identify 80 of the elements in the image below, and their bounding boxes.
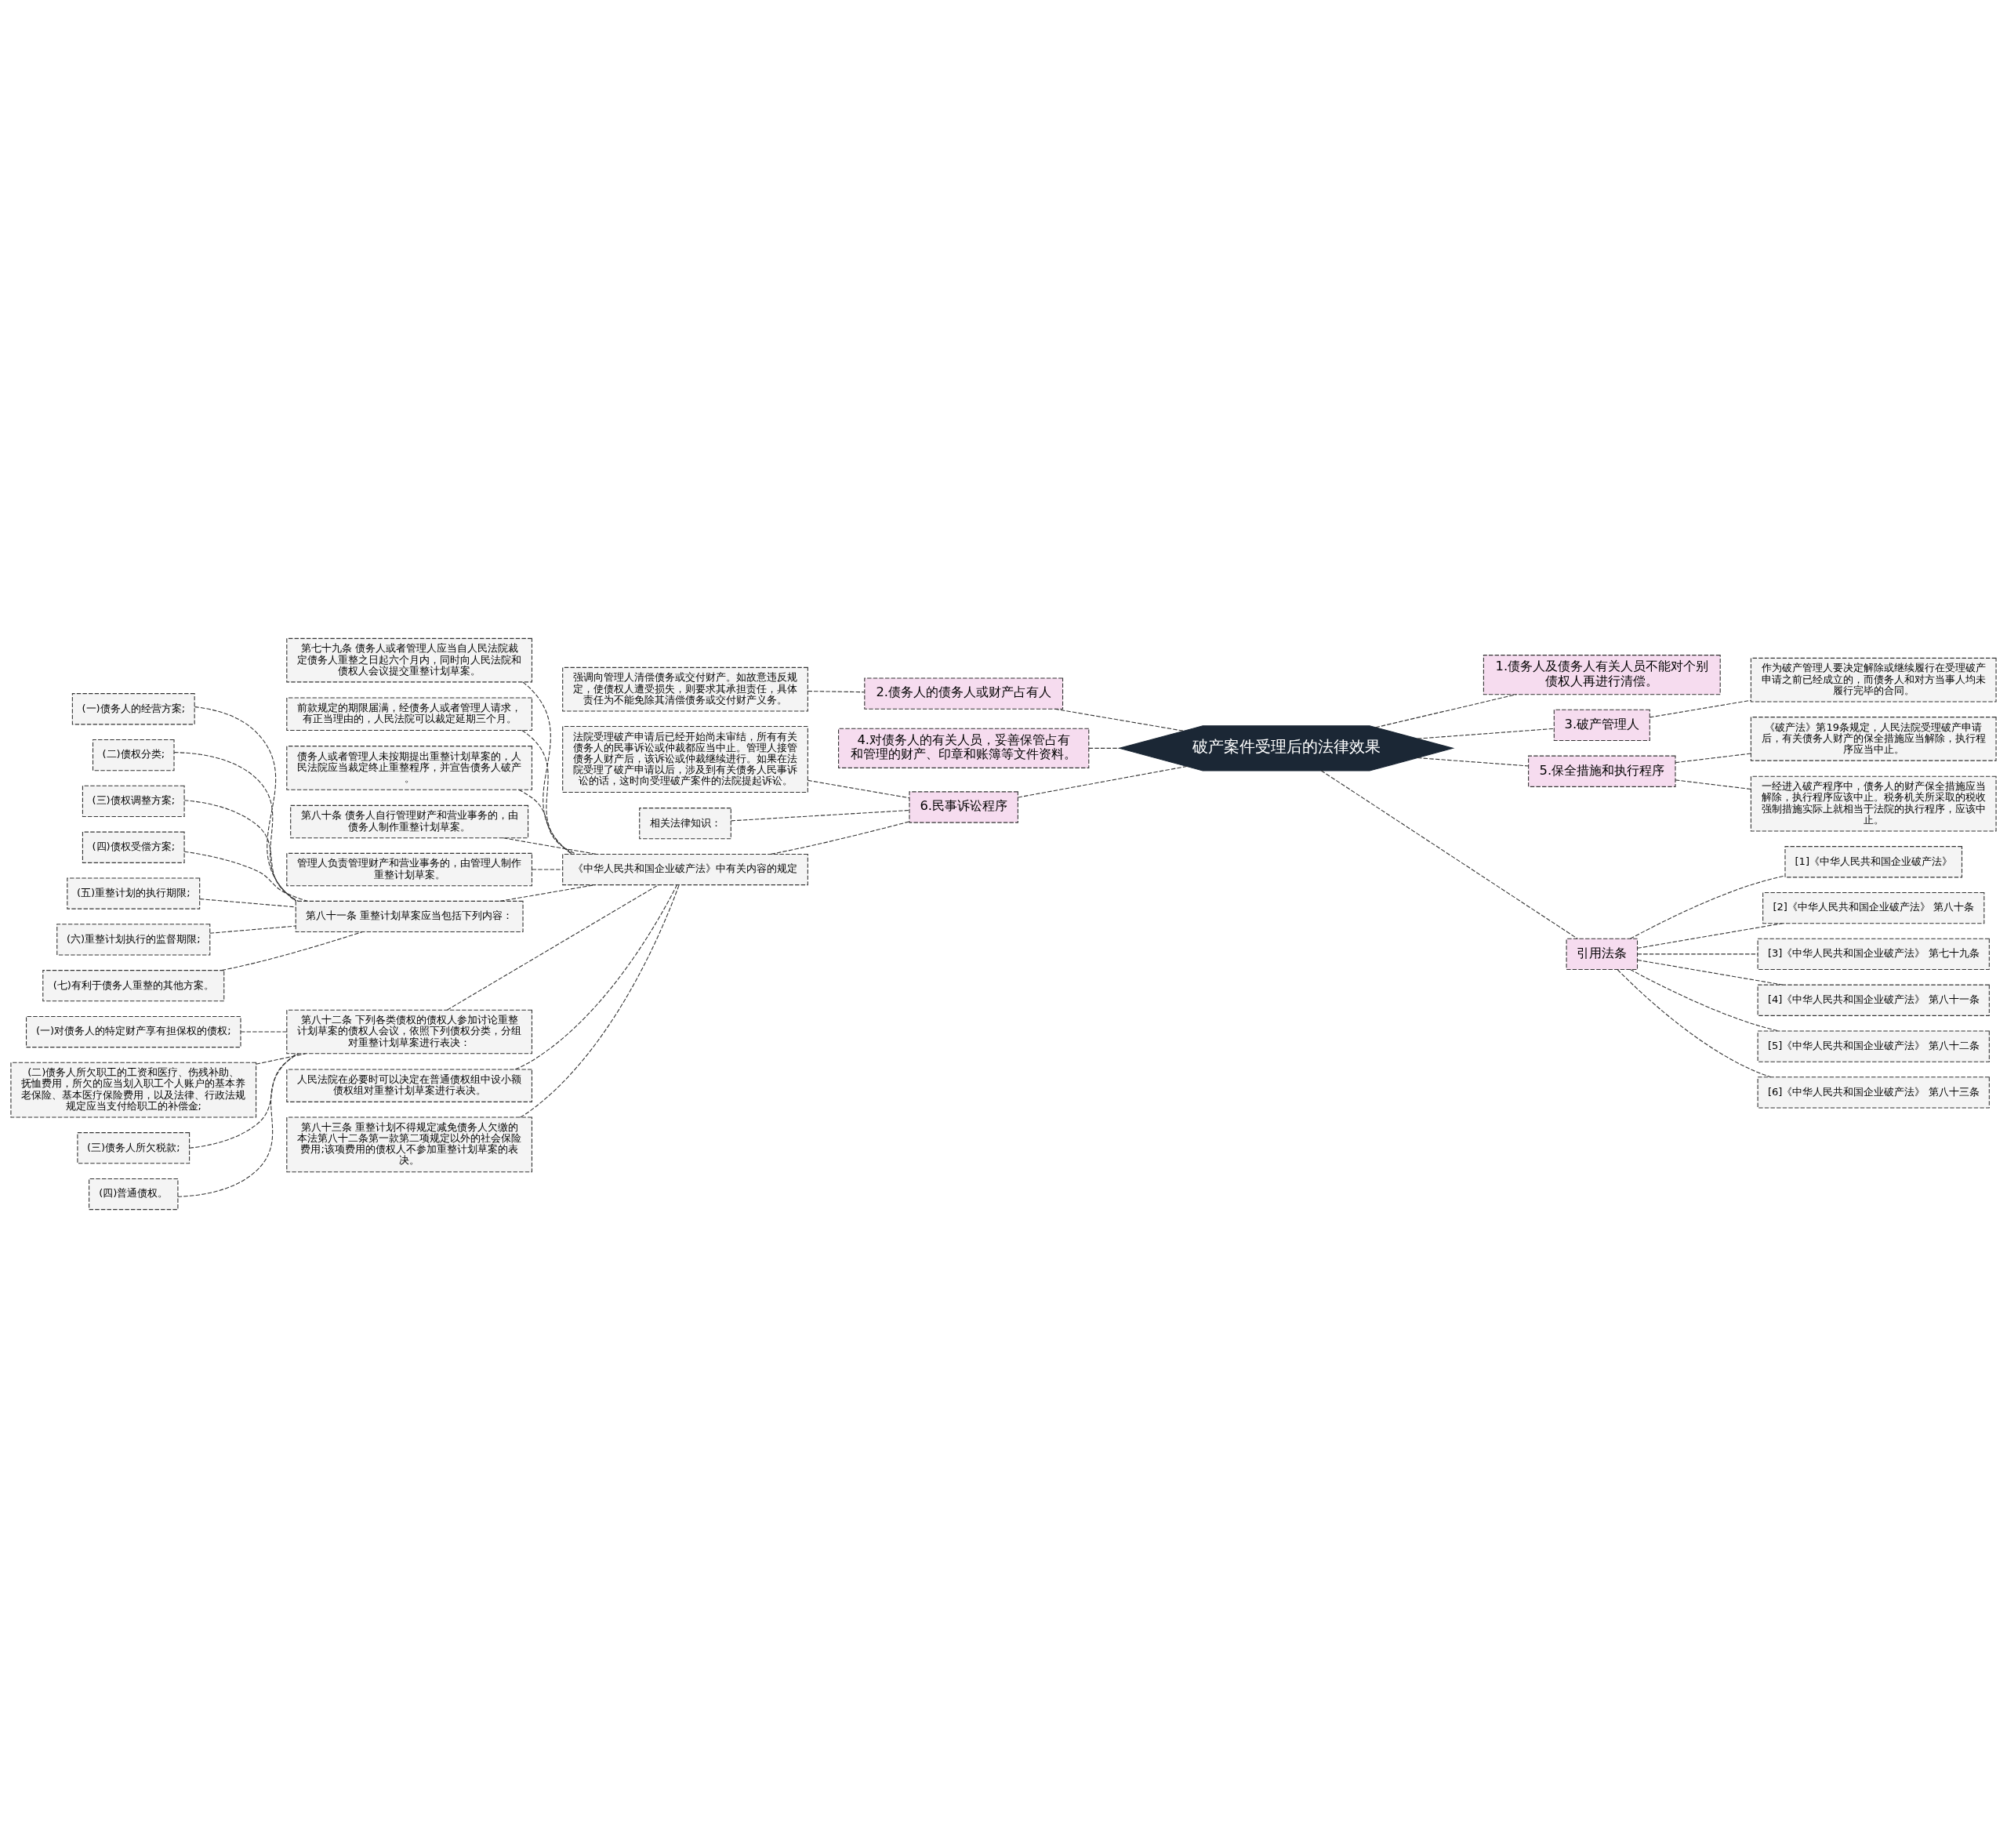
node-box: 4.对债务人的有关人员，妥善保管占有和管理的财产、印章和账簿等文件资料。 [838,728,1090,768]
connector [173,752,297,902]
node-box: [6]《中华人民共和国企业破产法》 第八十三条 [1757,1076,1990,1109]
connector [1417,728,1555,739]
node-box: 作为破产管理人要决定解除或继续履行在受理破产申请之前已经成立的，而债务人和对方当事人均未履行完毕的合同。 [1750,657,1997,703]
connector [1630,969,1779,1032]
node-box: (一)对债务人的特定财产享有担保权的债权; [26,1015,241,1048]
node-box: 《破产法》第19条规定，人民法院受理破产申请后，有关债务人财产的保全措施应当解除，执行程序应当中止。 [1750,717,1997,761]
connector [1637,959,1784,986]
node-box: (一)债务人的经营方案; [71,693,195,725]
connector [1649,699,1751,718]
node-box: 前款规定的期限届满，经债务人或者管理人请求，有正当理由的，人民法院可以裁定延期三个月。 [286,697,533,731]
connector [446,884,659,1011]
connector [183,851,308,902]
node-box: 法院受理破产申请后已经开始尚未审结，所有有关债务人的民事诉讼或仲裁都应当中止。管理人接管债务人财产后，该诉讼或仲裁继续进行。如果在法院受理了破产申请以后，涉及到有关债务人民事诉讼的话，这时向受理破产案件的法院提起诉讼。 [562,726,808,793]
connector [499,884,595,902]
connector [1617,969,1772,1078]
connector [177,1053,297,1197]
connector [520,884,680,1118]
node-box: 第七十九条 债务人或者管理人应当自人民法院裁定债务人重整之日起六个月内，同时向人民法院和债权人会议提交重整计划草案。 [286,637,533,683]
node-box: 引用法条 [1566,938,1639,971]
node-box: [1]《中华人民共和国企业破产法》 [1784,846,1963,878]
node-box: [2]《中华人民共和国企业破产法》 第八十条 [1762,891,1985,924]
node-box: 2.债务人的债务人或财产占有人 [864,677,1064,710]
connector [1637,953,1758,955]
connector [1088,747,1120,749]
node-box: 人民法院在必要时可以决定在普通债权组中设小额债权组对重整计划草案进行表决。 [286,1069,533,1102]
connector [807,691,865,693]
node-box: (六)重整计划执行的监督期限; [56,924,211,956]
connector [1675,753,1751,764]
connector [1054,708,1185,732]
node-box: 3.破产管理人 [1553,709,1650,742]
node-box: (三)债务人所欠税款; [77,1132,191,1164]
node-box: 强调向管理人清偿债务或交付财产。如故意违反规定，使债权人遭受损失，则要求其承担责任，具体责任为不能免除其清偿债务或交付财产义务。 [562,666,808,712]
connector [221,931,363,971]
node-box: 第八十二条 下列各类债权的债权人参加讨论重整计划草案的债权人会议，依照下列债权分类，分组对重整计划草案进行表决： [286,1009,533,1055]
node-box: 《中华人民共和国企业破产法》中有关内容的规定 [562,853,808,886]
connector [522,681,572,855]
node-box: 5.保全措施和执行程序 [1528,755,1676,787]
connector [731,810,910,822]
connector [521,729,573,855]
node-box: [4]《中华人民共和国企业破产法》 第八十一条 [1757,984,1990,1016]
connector [518,789,577,855]
connector [1637,923,1784,949]
connector [1018,765,1188,798]
node-box: 第八十一条 重整计划草案应当包括下列内容： [295,900,524,933]
connector [503,837,597,855]
node-box: [5]《中华人民共和国企业破产法》 第八十二条 [1757,1030,1990,1062]
connector [1675,779,1751,790]
node-box: (四)普通债权。 [89,1178,179,1211]
node-box: (二)债务人所欠职工的工资和医疗、伤残补助、抚恤费用，所欠的应当划入职工个人账户的基本养老保险、基本医疗保险费用，以及法律、行政法规规定应当支付给职工的补偿金; [10,1062,257,1118]
node-box: 第八十三条 重整计划不得规定减免债务人欠缴的本法第八十二条第一款第二项规定以外的社会保险费用;该项费用的债权人不参加重整计划草案的表决。 [286,1116,533,1173]
node-box: 债务人或者管理人未按期提出重整计划草案的，人民法院应当裁定终止重整程序，并宣告债务人破产。 [286,746,533,790]
connector [514,884,677,1070]
node-box: 1.债务人及债务人有关人员不能对个别债权人再进行清偿。 [1483,655,1721,695]
node-box: 6.民事诉讼程序 [909,791,1018,823]
connector [1320,770,1578,939]
connector [1630,875,1786,939]
connector [532,869,564,870]
node-box: 管理人负责管理财产和营业事务的，由管理人制作重整计划草案。 [286,852,533,887]
node-box: 相关法律知识： [639,808,731,840]
node-box: [3]《中华人民共和国企业破产法》 第七十九条 [1757,938,1990,971]
node-box: (五)重整计划的执行期限; [67,877,201,909]
node-box: 一经进入破产程序中，债务人的财产保全措施应当解除，执行程序应该中止。税务机关所采取的税收强制措施实际上就相当于法院的执行程序，应该中止。 [1750,775,1997,832]
node-box: (七)有利于债务人重整的其他方案。 [42,970,225,1002]
connector [1417,757,1530,767]
connector [770,821,910,855]
connector [807,779,910,799]
connector [183,800,299,902]
connector [194,706,296,902]
connector [240,1031,288,1033]
connector [209,925,296,934]
connector [199,899,296,908]
connector [256,1053,307,1065]
connector [189,1053,299,1149]
node-box: (四)债权受偿方案; [82,831,185,863]
connector [1375,694,1517,728]
node-box: 第八十条 债务人自行管理财产和营业事务的，由债务人制作重整计划草案。 [290,804,529,839]
node-box: (二)债权分类; [92,739,175,772]
node-box: (三)债权调整方案; [82,785,185,818]
